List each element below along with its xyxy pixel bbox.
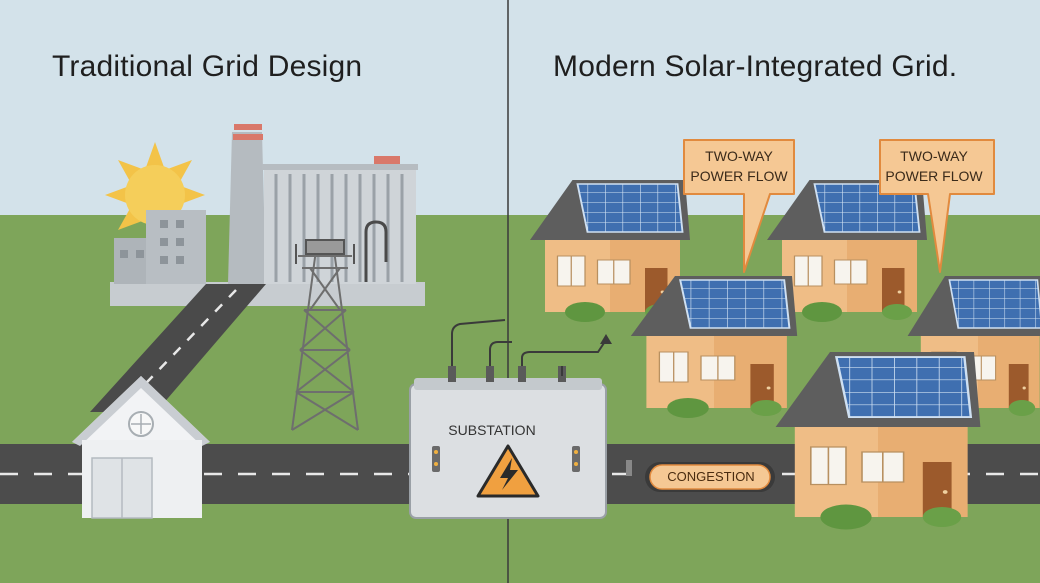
congestion-label: CONGESTION	[667, 469, 755, 484]
title-traditional-grid: Traditional Grid Design	[52, 50, 363, 83]
callout-text: TWO-WAY POWER FLOW	[878, 146, 990, 186]
transmission-tower	[291, 239, 359, 431]
high-voltage-warning-icon	[476, 444, 540, 498]
title-modern-solar-grid: Modern Solar-Integrated Grid.	[553, 50, 958, 83]
callout-text: TWO-WAY POWER FLOW	[683, 146, 795, 186]
callout-line1: TWO-WAY	[900, 148, 968, 164]
two-way-power-flow-callout	[683, 139, 795, 273]
callout-line1: TWO-WAY	[705, 148, 773, 164]
substation-label: SUBSTATION	[448, 422, 536, 438]
substation	[409, 319, 612, 519]
callout-line2: POWER FLOW	[885, 168, 983, 184]
callout-line2: POWER FLOW	[690, 168, 788, 184]
power-plant	[110, 124, 425, 306]
two-way-power-flow-callout	[879, 139, 995, 273]
smokestack	[228, 132, 266, 284]
traditional-house	[72, 376, 210, 519]
road-to-plant	[90, 284, 266, 412]
